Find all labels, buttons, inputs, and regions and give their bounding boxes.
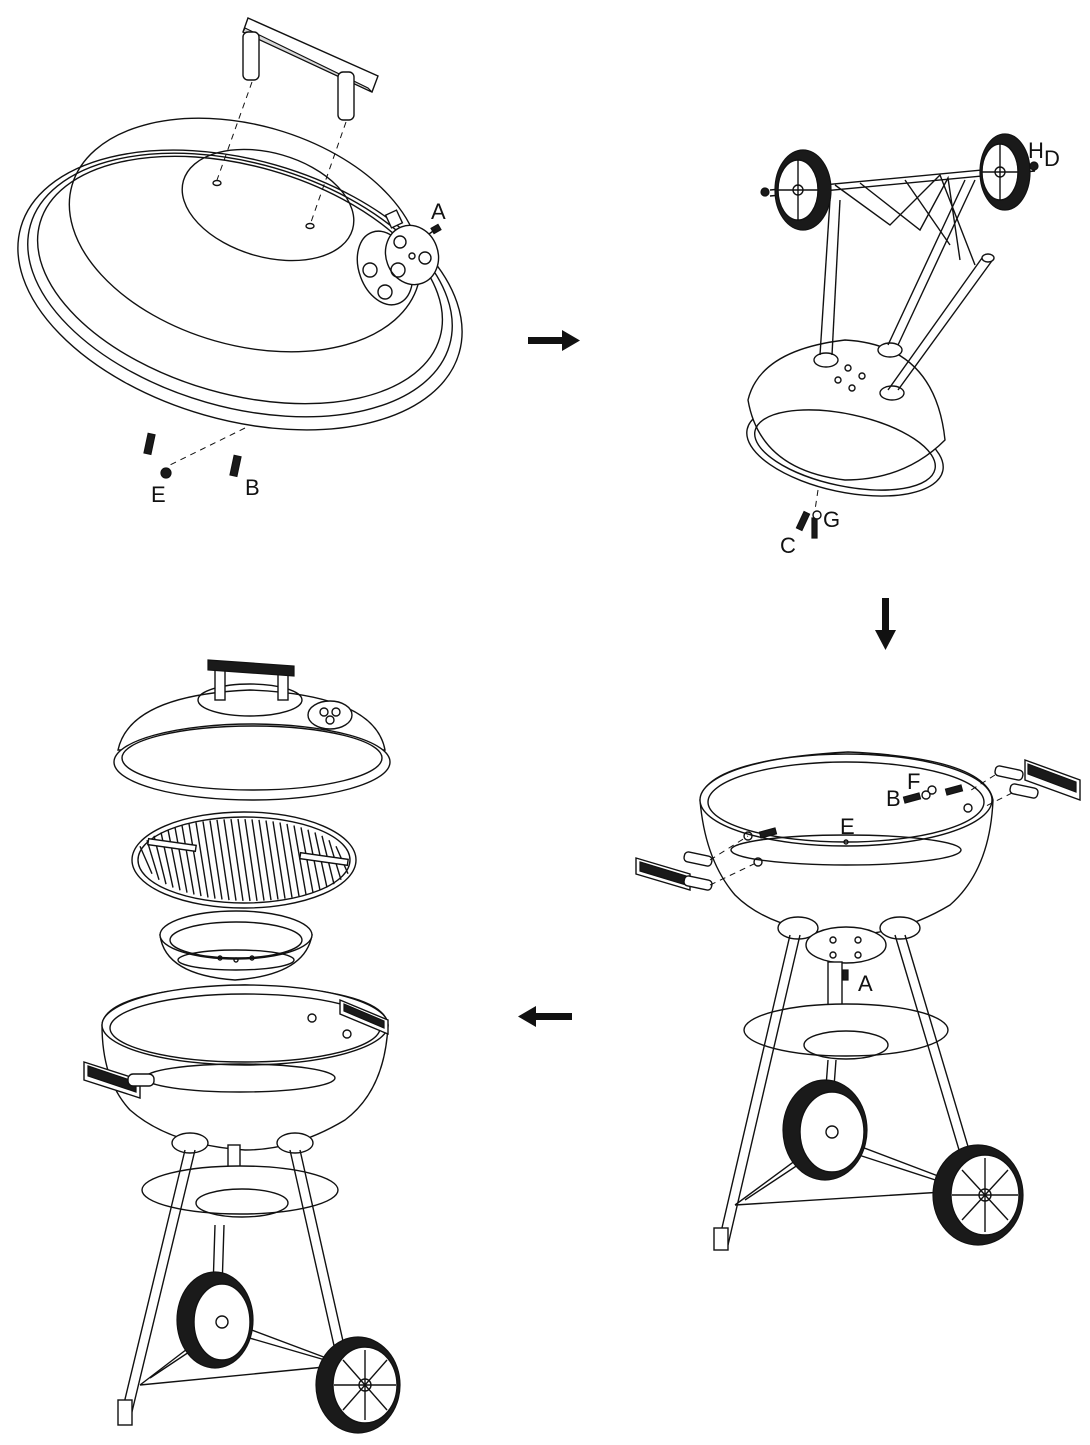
- step3-bowl-assembly: [635, 751, 1081, 1251]
- label-cap-h: H: [1028, 138, 1044, 163]
- bolt-b-icon: [758, 784, 964, 839]
- side-handle-left: [635, 851, 713, 891]
- grate-bar: [272, 821, 286, 899]
- grate-bar: [223, 819, 237, 901]
- label-screw-a-ash: A: [858, 971, 873, 996]
- down-arrow-icon: [875, 598, 896, 650]
- grate-bar: [146, 839, 160, 881]
- screw-b-icon: [143, 432, 242, 478]
- label-washer-g: G: [823, 507, 840, 532]
- label-screw-b: B: [245, 475, 260, 500]
- grate-bar: [209, 820, 223, 900]
- wheel-rear-final-icon: [176, 1271, 254, 1369]
- wheel-back-icon: [782, 1079, 868, 1181]
- label-nut-e: E: [151, 482, 166, 507]
- label-bolt-c: C: [780, 533, 796, 558]
- grate-bar: [251, 819, 265, 901]
- nut-e-icon: [160, 467, 172, 479]
- left-arrow-icon: [518, 1006, 572, 1027]
- cooking-grate: [131, 811, 357, 909]
- grate-bar: [195, 822, 209, 898]
- grate-bar: [258, 819, 272, 901]
- step4-final-assembly: [83, 659, 401, 1434]
- grate-bar: [265, 820, 279, 900]
- grate-bar: [279, 822, 293, 898]
- grate-bar: [167, 829, 181, 891]
- grate-bar: [216, 819, 230, 901]
- washer-f-icon: [921, 790, 931, 800]
- grate-bar: [237, 818, 251, 902]
- wheel-right-icon: [979, 133, 1031, 211]
- grate-bar: [188, 823, 202, 897]
- charcoal-bowl: [159, 910, 313, 981]
- wheel-front-final-icon: [315, 1336, 401, 1434]
- label-bolt-b: B: [886, 786, 901, 811]
- wheel-left-icon: [774, 149, 832, 231]
- step2-legs-assembly: [746, 133, 1039, 539]
- grate-bar: [230, 818, 244, 902]
- grate-bar: [286, 823, 300, 897]
- label-screw-a: A: [431, 199, 446, 224]
- grate-bar: [244, 818, 258, 902]
- side-handle-right: [994, 759, 1081, 801]
- wheel-front-icon: [932, 1144, 1024, 1246]
- lid-handle: [242, 17, 379, 121]
- grate-bar: [293, 825, 307, 895]
- step1-lid-assembly: [17, 17, 463, 479]
- grate-bar: [174, 827, 188, 893]
- label-washer-f: F: [907, 769, 920, 794]
- screw-a-icon: [428, 223, 442, 235]
- grate-bar: [202, 821, 216, 899]
- label-nut-d: D: [1044, 146, 1060, 171]
- washer-g-icon: [812, 510, 822, 520]
- grate-bar: [139, 845, 153, 875]
- label-nut-e-bowl: E: [840, 814, 855, 839]
- grate-bar: [181, 825, 195, 895]
- right-arrow-icon: [528, 330, 580, 351]
